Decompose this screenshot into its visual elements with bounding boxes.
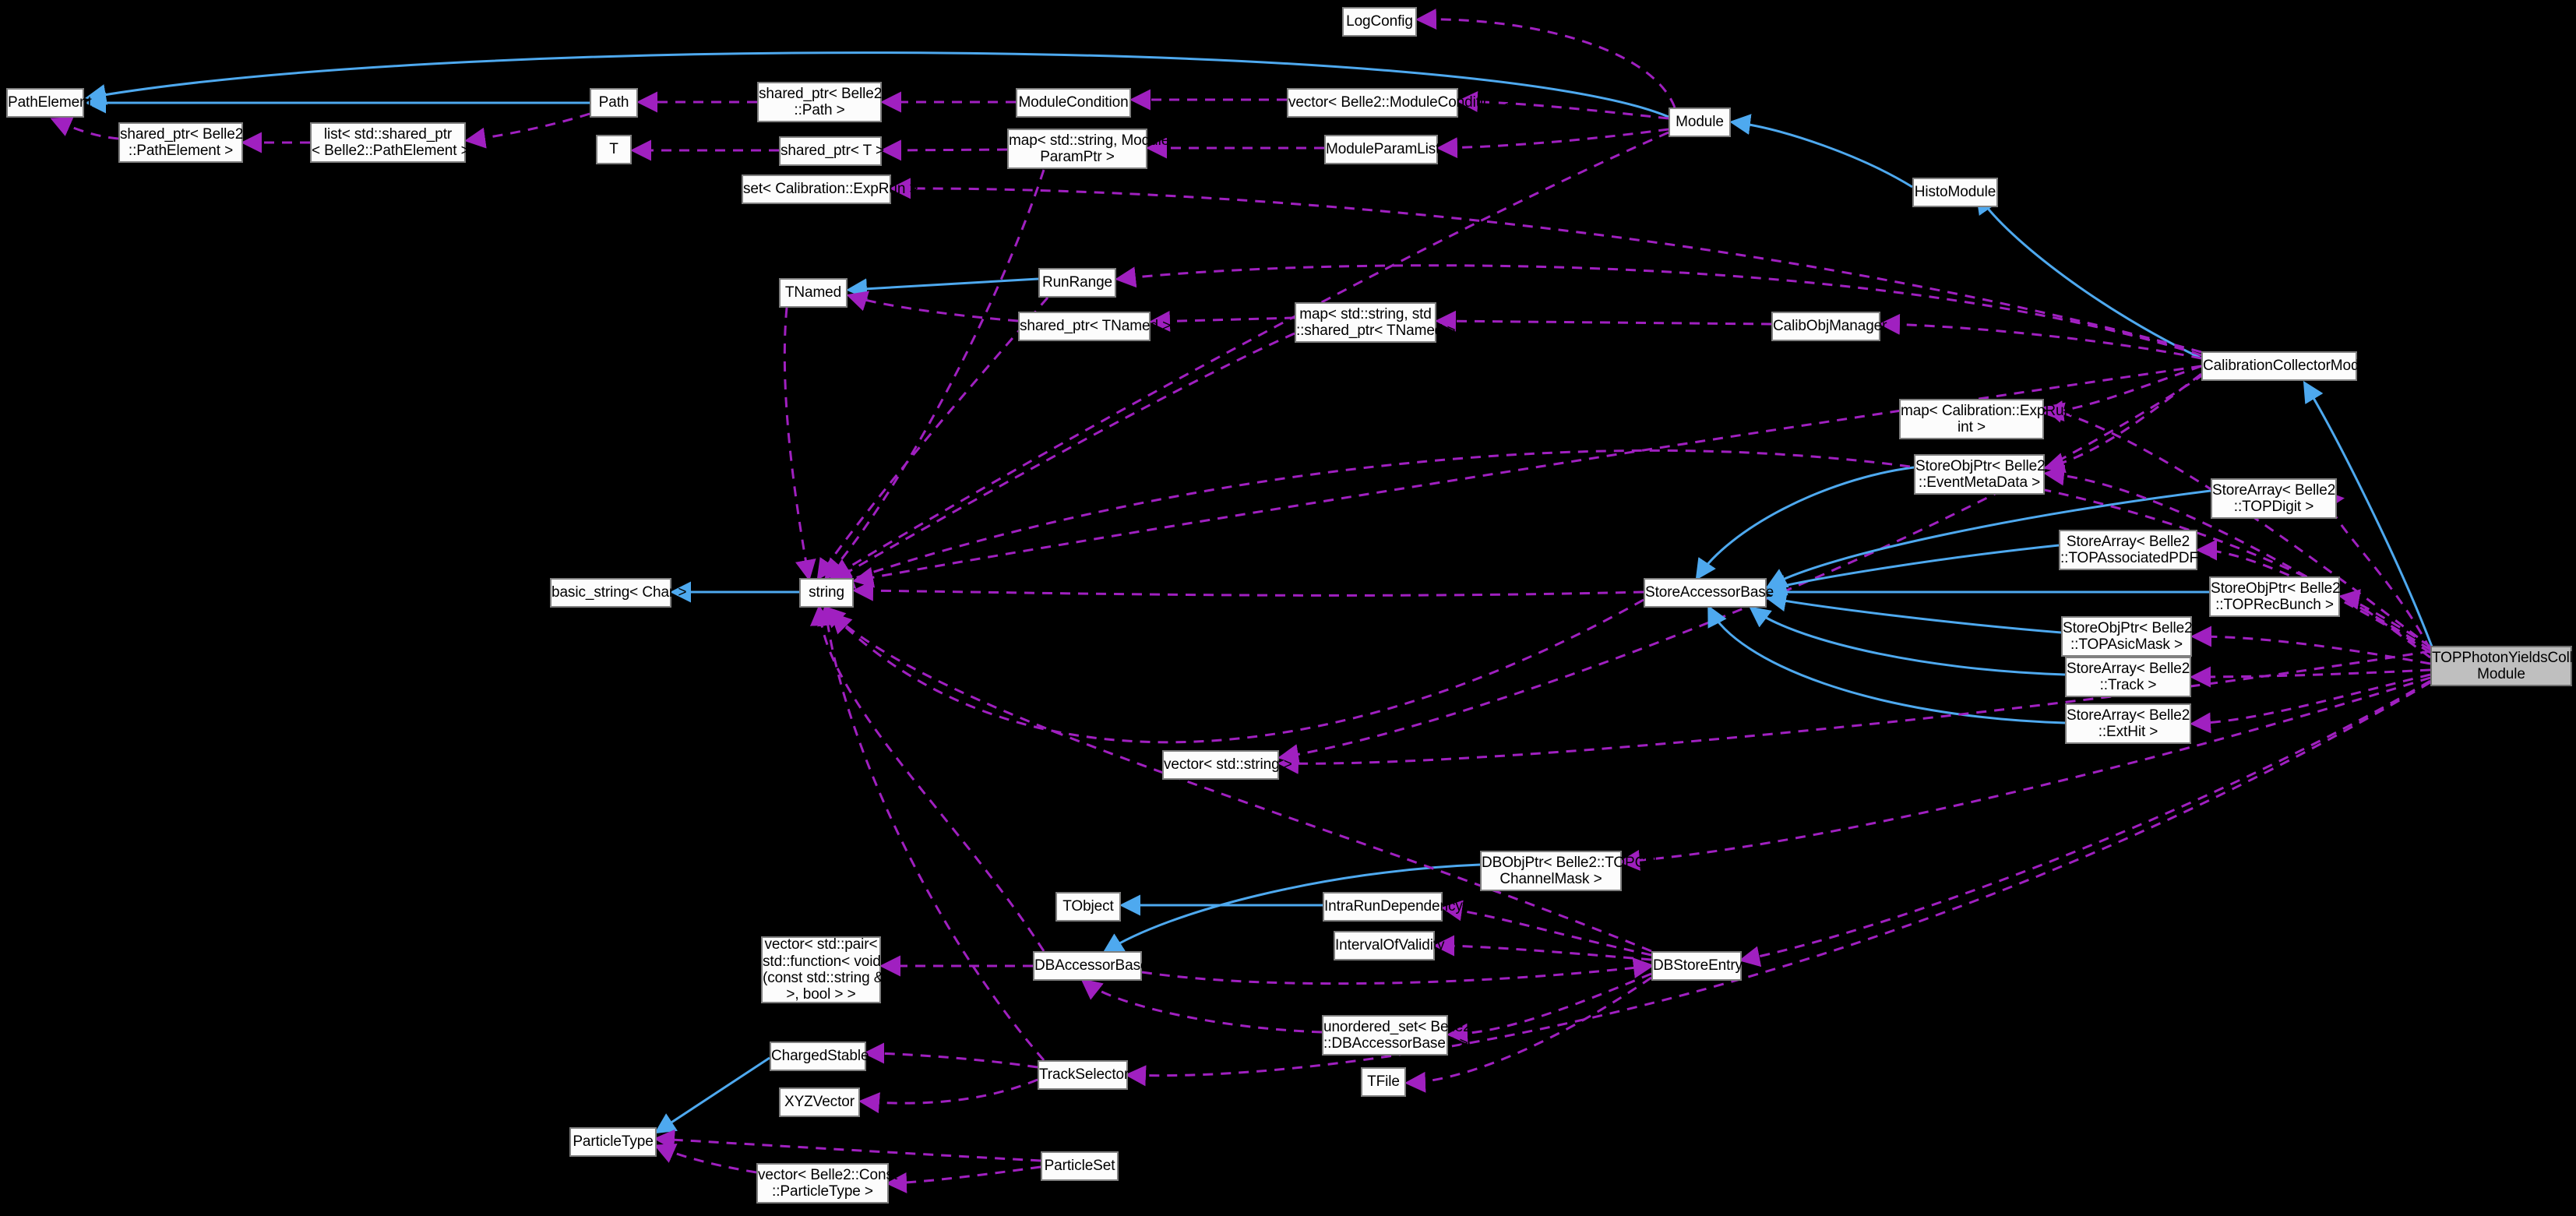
class-node-label: map< Calibration::ExpRun, int > [1901, 402, 2077, 435]
class-node-label: TObject [1062, 898, 1114, 915]
class-node-label: set< Calibration::ExpRun > [743, 181, 918, 198]
class-node-string[interactable]: string [799, 578, 854, 608]
class-node-label: map< std::string, Module ParamPtr > [1009, 132, 1170, 165]
class-node-storearray_exthit[interactable]: StoreArray< Belle2 ::ExtHit > [2065, 703, 2191, 744]
class-node-label: vector< Belle2::Const ::ParticleType > [758, 1166, 898, 1200]
class-node-label: ParticleType [573, 1133, 654, 1151]
class-node-label: ChargedStable [771, 1048, 869, 1065]
class-node-storeobjptr_eventmeta[interactable]: StoreObjPtr< Belle2 ::EventMetaData > [1914, 454, 2046, 495]
class-node-list_shared_ptr_pe[interactable]: list< std::shared_ptr < Belle2::PathElem… [310, 122, 482, 163]
class-node-moduleparamlist[interactable]: ModuleParamList [1324, 135, 1440, 164]
class-node-vector_particletype[interactable]: vector< Belle2::Const ::ParticleType > [756, 1163, 898, 1204]
class-node-t[interactable]: T [596, 135, 632, 164]
class-node-map_string_shared_tn[interactable]: map< std::string, std ::shared_ptr< TNam… [1295, 302, 1468, 343]
class-node-label: Module [1676, 114, 1724, 131]
class-node-label: TFile [1367, 1073, 1400, 1091]
class-node-label: vector< std::pair< std::function< void (… [763, 936, 889, 1003]
class-node-dbstoreentry[interactable]: DBStoreEntry [1651, 951, 1743, 981]
class-node-histomodule[interactable]: HistoModule [1912, 178, 1998, 207]
class-node-tfile[interactable]: TFile [1361, 1067, 1406, 1097]
class-node-label: unordered_set< Belle2 ::DBAccessorBase *… [1323, 1018, 1471, 1052]
class-node-map_exprun_int[interactable]: map< Calibration::ExpRun, int > [1899, 399, 2077, 439]
class-node-calibrationcollector[interactable]: CalibrationCollectorModule [2201, 351, 2379, 381]
class-node-map_string_moduleparam[interactable]: map< std::string, Module ParamPtr > [1007, 129, 1170, 169]
class-node-tnamed[interactable]: TNamed [779, 278, 848, 308]
class-node-label: StoreObjPtr< Belle2 ::TOPRecBunch > [2211, 580, 2341, 613]
class-node-dbaccessorbase[interactable]: DBAccessorBase [1033, 951, 1149, 981]
class-node-label: IntraRunDependency [1324, 898, 1463, 915]
class-node-label: ModuleParamList [1326, 141, 1440, 158]
class-node-label: CalibObjManager [1773, 318, 1887, 335]
class-node-basic_string_char[interactable]: basic_string< Char > [550, 578, 687, 608]
class-node-label: XYZVector [784, 1094, 855, 1111]
class-node-label: RunRange [1041, 274, 1113, 291]
class-node-set_exprun[interactable]: set< Calibration::ExpRun > [742, 174, 918, 204]
class-node-shared_ptr_tnamed[interactable]: shared_ptr< TNamed > [1018, 312, 1172, 341]
class-node-calibobjmanager[interactable]: CalibObjManager [1771, 312, 1887, 341]
class-node-label: StoreArray< Belle2 ::ExtHit > [2067, 707, 2190, 740]
class-node-label: shared_ptr< T > [781, 143, 885, 160]
class-node-label: Path [598, 94, 629, 111]
class-node-storearray_track[interactable]: StoreArray< Belle2 ::Track > [2065, 657, 2191, 697]
class-node-label: vector< Belle2::ModuleCondition > [1288, 94, 1513, 111]
class-node-label: CalibrationCollectorModule [2203, 358, 2379, 375]
class-node-label: string [809, 584, 844, 601]
class-node-intrarundependency[interactable]: IntraRunDependency [1323, 892, 1463, 922]
class-node-label: DBStoreEntry [1653, 957, 1743, 975]
class-node-topphotonyields[interactable]: TOPPhotonYieldsCollector Module [2430, 646, 2576, 686]
class-node-label: LogConfig [1346, 13, 1413, 30]
class-node-logconfig[interactable]: LogConfig [1342, 7, 1417, 37]
class-node-storeobjptr_toprecbnch[interactable]: StoreObjPtr< Belle2 ::TOPRecBunch > [2209, 576, 2341, 617]
class-node-label: TOPPhotonYieldsCollector Module [2432, 649, 2576, 682]
class-node-label: StoreArray< Belle2 ::Track > [2067, 660, 2190, 693]
class-node-label: StoreArray< Belle2 ::TOPDigit > [2212, 481, 2336, 515]
class-node-label: T [609, 141, 618, 158]
class-node-label: list< std::shared_ptr < Belle2::PathElem… [312, 125, 482, 159]
class-node-label: HistoModule [1914, 184, 1996, 201]
class-node-path[interactable]: Path [590, 88, 638, 118]
class-node-vector_std_string[interactable]: vector< std::string > [1162, 750, 1292, 780]
class-node-label: map< std::string, std ::shared_ptr< TNam… [1296, 305, 1468, 339]
class-node-label: ParticleSet [1044, 1158, 1115, 1175]
class-node-module[interactable]: Module [1669, 108, 1731, 137]
class-node-label: basic_string< Char > [551, 584, 687, 601]
class-node-xyzvector[interactable]: XYZVector [779, 1087, 860, 1117]
class-node-shared_ptr_t[interactable]: shared_ptr< T > [779, 136, 885, 166]
class-node-pathelement[interactable]: PathElement [6, 88, 92, 118]
class-node-label: PathElement [8, 94, 92, 111]
class-node-label: TrackSelector [1039, 1066, 1129, 1084]
class-node-label: IntervalOfValidity [1335, 937, 1445, 954]
class-node-storearray_topassoc[interactable]: StoreArray< Belle2 ::TOPAssociatedPDF > [2059, 530, 2211, 570]
class-node-label: TNamed [784, 284, 842, 301]
class-node-dbobjptr_topcalchmask[interactable]: DBObjPtr< Belle2::TOPCal ChannelMask > [1480, 851, 1657, 891]
class-node-storeobjptr_topasicmsk[interactable]: StoreObjPtr< Belle2 ::TOPAsicMask > [2061, 616, 2193, 657]
class-node-unordered_set_dbacc[interactable]: unordered_set< Belle2 ::DBAccessorBase *… [1322, 1015, 1471, 1056]
class-node-label: DBObjPtr< Belle2::TOPCal ChannelMask > [1482, 854, 1657, 887]
class-node-modulecondition[interactable]: ModuleCondition [1016, 88, 1131, 118]
class-node-label: shared_ptr< TNamed > [1020, 318, 1172, 335]
class-node-label: vector< std::string > [1164, 756, 1292, 774]
class-node-vector_modulecondition[interactable]: vector< Belle2::ModuleCondition > [1287, 88, 1513, 118]
class-node-label: StoreArray< Belle2 ::TOPAssociatedPDF > [2060, 533, 2211, 566]
class-node-label: DBAccessorBase [1034, 957, 1149, 975]
class-node-particleset[interactable]: ParticleSet [1041, 1151, 1119, 1181]
class-node-intervalofvalidity[interactable]: IntervalOfValidity [1334, 931, 1445, 960]
class-node-chargedstable[interactable]: ChargedStable [770, 1042, 869, 1071]
class-node-storeaccessorbase[interactable]: StoreAccessorBase [1644, 578, 1774, 608]
class-node-tobject[interactable]: TObject [1055, 892, 1121, 922]
class-node-label: StoreAccessorBase [1645, 584, 1774, 601]
class-node-runrange[interactable]: RunRange [1038, 268, 1116, 298]
class-node-shared_ptr_pathelement[interactable]: shared_ptr< Belle2 ::PathElement > [118, 122, 243, 163]
class-node-label: StoreObjPtr< Belle2 ::EventMetaData > [1915, 457, 2046, 491]
class-node-label: shared_ptr< Belle2 ::Path > [759, 85, 883, 118]
class-node-shared_ptr_path[interactable]: shared_ptr< Belle2 ::Path > [757, 82, 882, 122]
class-node-label: StoreObjPtr< Belle2 ::TOPAsicMask > [2063, 619, 2193, 653]
class-node-trackselector[interactable]: TrackSelector [1038, 1060, 1129, 1090]
class-node-particletype[interactable]: ParticleType [569, 1127, 657, 1157]
class-node-storearray_topdigit[interactable]: StoreArray< Belle2 ::TOPDigit > [2211, 478, 2337, 519]
class-node-label: shared_ptr< Belle2 ::PathElement > [120, 125, 244, 159]
class-node-label: ModuleCondition [1018, 94, 1129, 111]
class-node-vector_pair_function[interactable]: vector< std::pair< std::function< void (… [761, 936, 889, 1003]
